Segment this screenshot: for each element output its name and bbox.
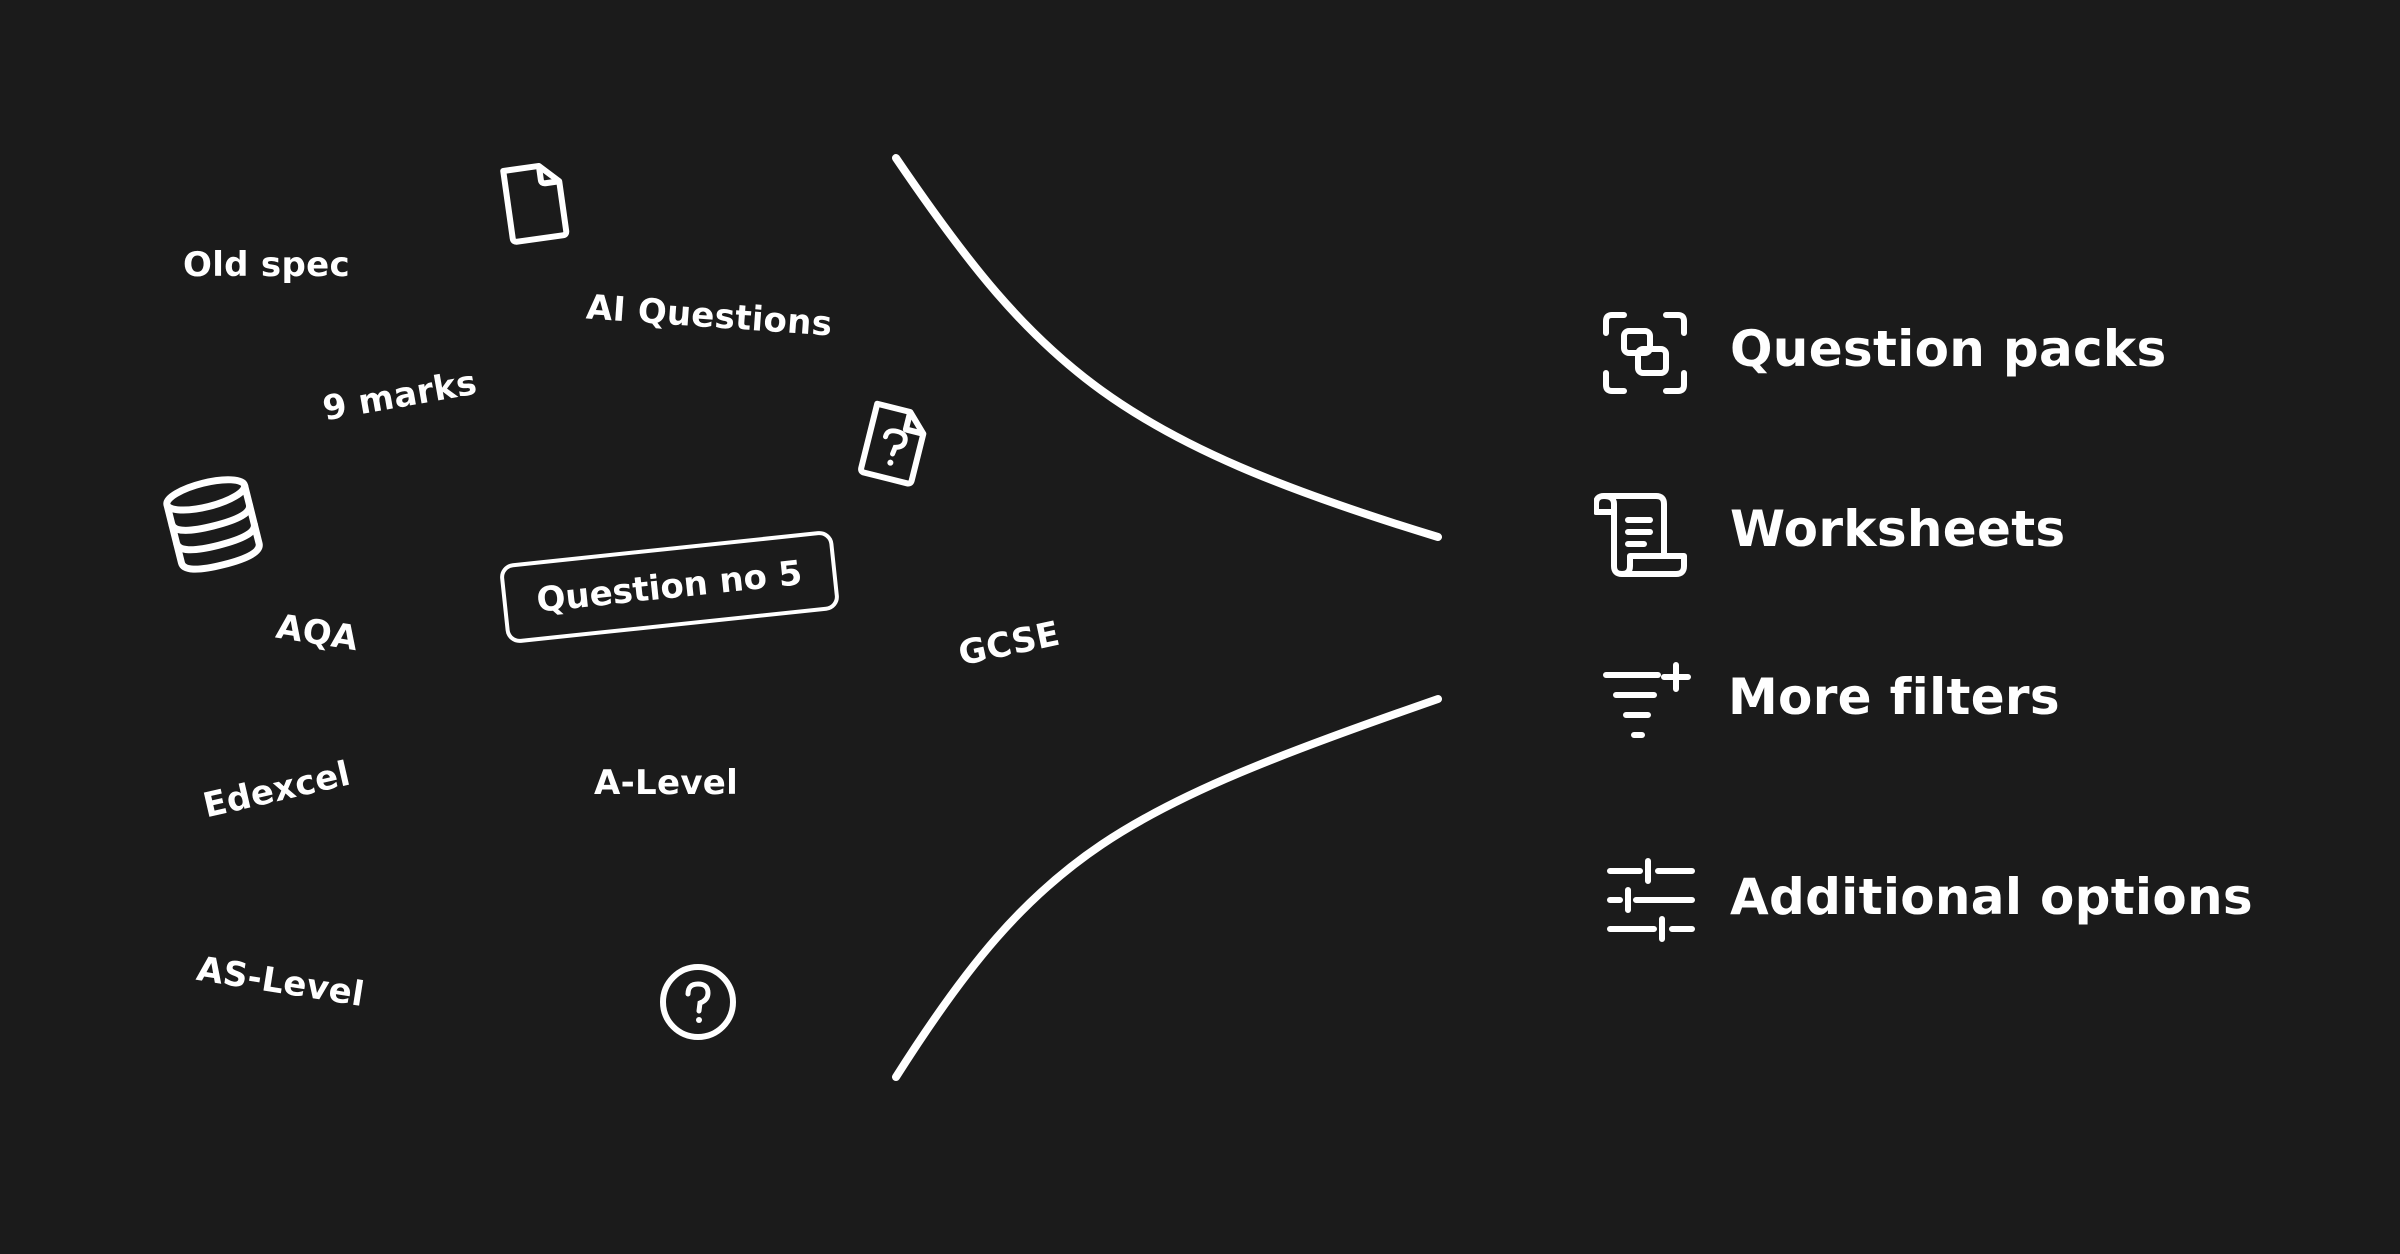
- option-label: More filters: [1728, 668, 2060, 726]
- funnel-upper-curve: [892, 154, 1442, 541]
- tag-a-level: A-Level: [594, 763, 739, 803]
- sliders-icon: [1606, 855, 1696, 945]
- option-label: Additional options: [1730, 868, 2253, 926]
- question-file-icon: [854, 398, 935, 489]
- option-label: Worksheets: [1730, 500, 2066, 558]
- document-icon: [495, 159, 573, 248]
- filter-plus-icon: [1602, 661, 1698, 743]
- tag-old-spec: Old spec: [183, 245, 350, 285]
- question-circle-icon: [658, 962, 738, 1042]
- question-packs-icon: [1602, 311, 1688, 395]
- worksheet-scroll-icon: [1594, 490, 1688, 580]
- database-icon: [156, 468, 269, 580]
- funnel-lower-curve: [892, 695, 1442, 1081]
- option-label: Question packs: [1730, 320, 2167, 378]
